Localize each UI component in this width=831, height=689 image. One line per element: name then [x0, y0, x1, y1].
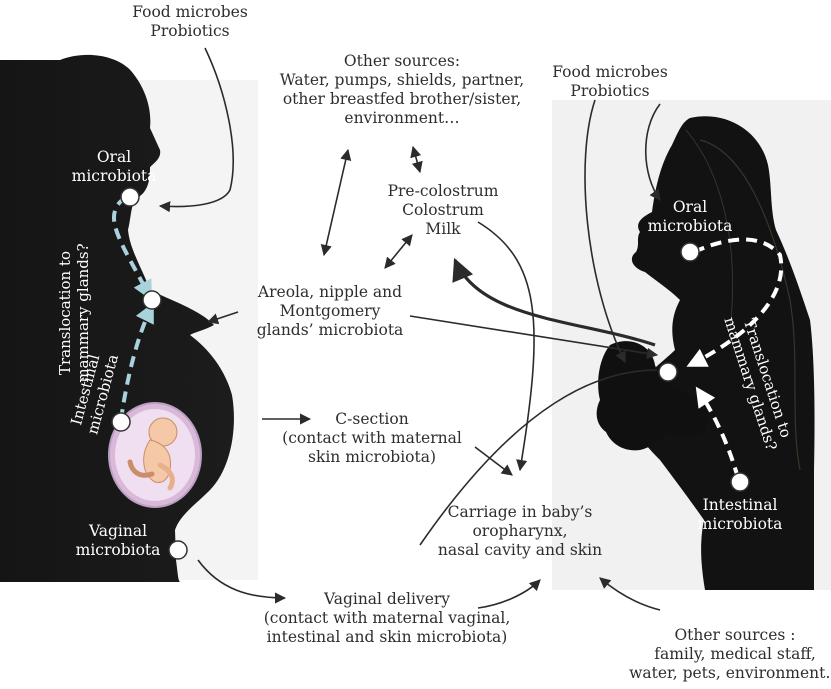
vaginal-microbiota-label: Vaginalmicrobiota	[76, 522, 161, 560]
csection-carriage-arrow	[475, 447, 512, 475]
left-intestinal-node	[112, 413, 130, 431]
left-oral-node	[121, 188, 139, 206]
food-microbes-left-label: Food microbesProbiotics	[132, 3, 248, 41]
carriage-label: Carriage in baby’s oropharynx, nasal cav…	[438, 503, 602, 560]
csection-label: C-section (contact with maternal skin mi…	[282, 410, 462, 467]
areola-label: Areola, nipple and Montgomery glands’ mi…	[257, 283, 404, 340]
oral-microbiota-right-label: Oralmicrobiota	[648, 198, 733, 236]
intestinal-microbiota-right-label: Intestinalmicrobiota	[698, 496, 783, 534]
vaginal-delivery-label: Vaginal delivery (contact with maternal …	[264, 590, 511, 647]
milk-areola-arrow	[385, 235, 412, 268]
left-nipple-node	[143, 291, 161, 309]
other-sources-label: Other sources: Water, pumps, shields, pa…	[280, 52, 524, 128]
other-sources-areola-arrow	[324, 150, 348, 255]
right-intestinal-node	[731, 473, 749, 491]
left-vaginal-node	[169, 541, 187, 559]
other-sources-milk-arrow	[413, 147, 420, 172]
milk-carriage-arrow	[478, 222, 534, 470]
right-nipple-node	[659, 363, 677, 381]
food-microbes-right-label: Food microbesProbiotics	[552, 63, 668, 101]
milk-label: Pre-colostrum Colostrum Milk	[388, 182, 499, 239]
right-oral-node	[681, 243, 699, 261]
oral-microbiota-left-label: Oralmicrobiota	[72, 148, 157, 186]
other-sources-bottom-label: Other sources : family, medical staff, w…	[629, 626, 831, 683]
